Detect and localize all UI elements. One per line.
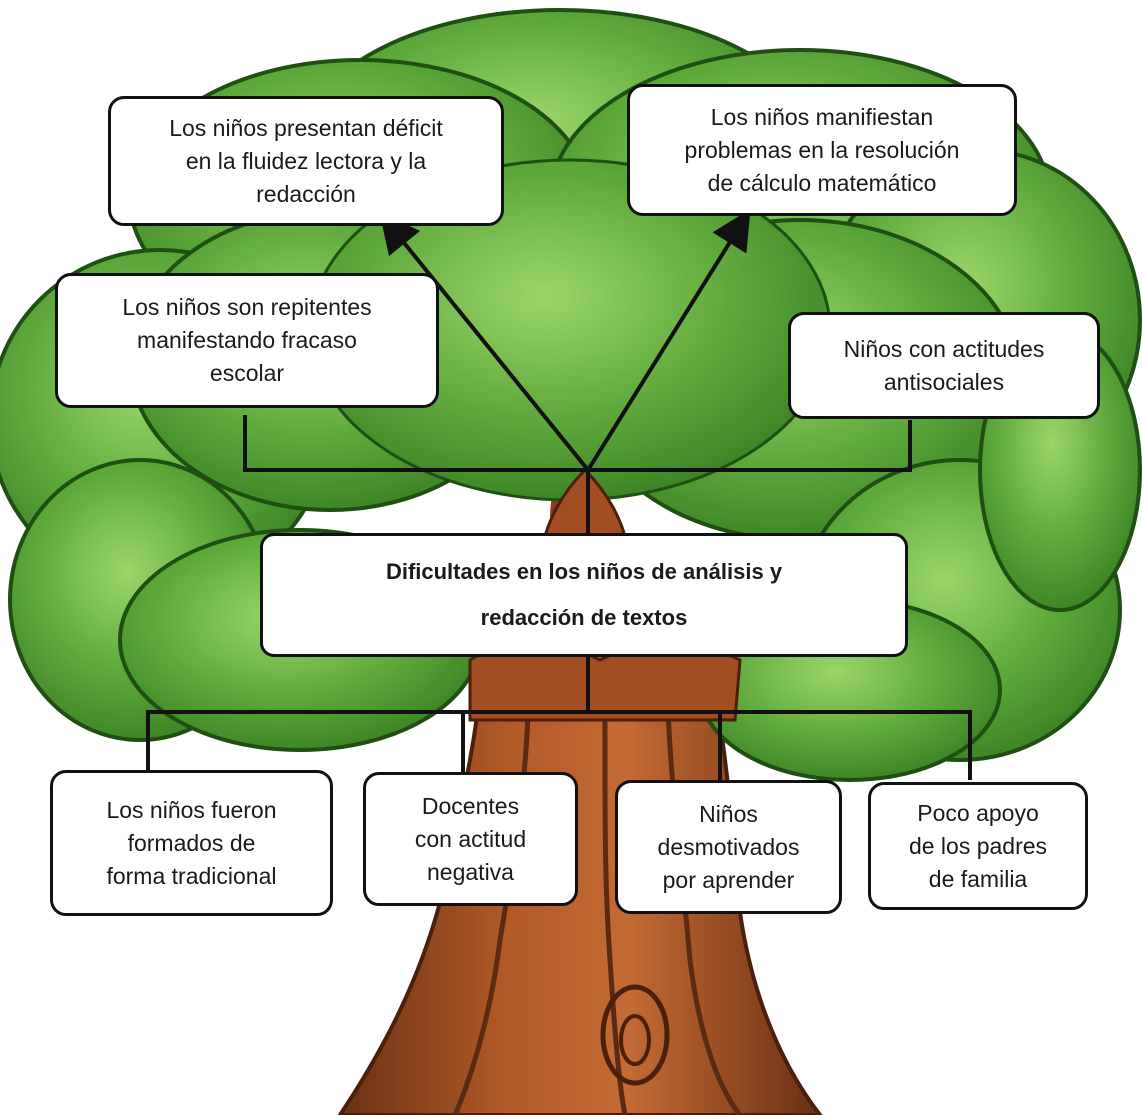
- cause-box-padres: Poco apoyo de los padres de familia: [868, 782, 1088, 910]
- effect-box-antisociales: Niños con actitudes antisociales: [788, 312, 1100, 419]
- cause-box-desmotivados: Niños desmotivados por aprender: [615, 780, 842, 914]
- cause-box-docentes: Docentes con actitud negativa: [363, 772, 578, 906]
- cause-box-tradicional: Los niños fueron formados de forma tradi…: [50, 770, 333, 916]
- central-problem-box: Dificultades en los niños de análisis y …: [260, 533, 908, 657]
- connector-lines: [146, 209, 972, 782]
- effect-box-repitentes: Los niños son repitentes manifestando fr…: [55, 273, 439, 408]
- effect-box-calculo: Los niños manifiestan problemas en la re…: [627, 84, 1017, 216]
- effect-box-fluidez: Los niños presentan déficit en la fluide…: [108, 96, 504, 226]
